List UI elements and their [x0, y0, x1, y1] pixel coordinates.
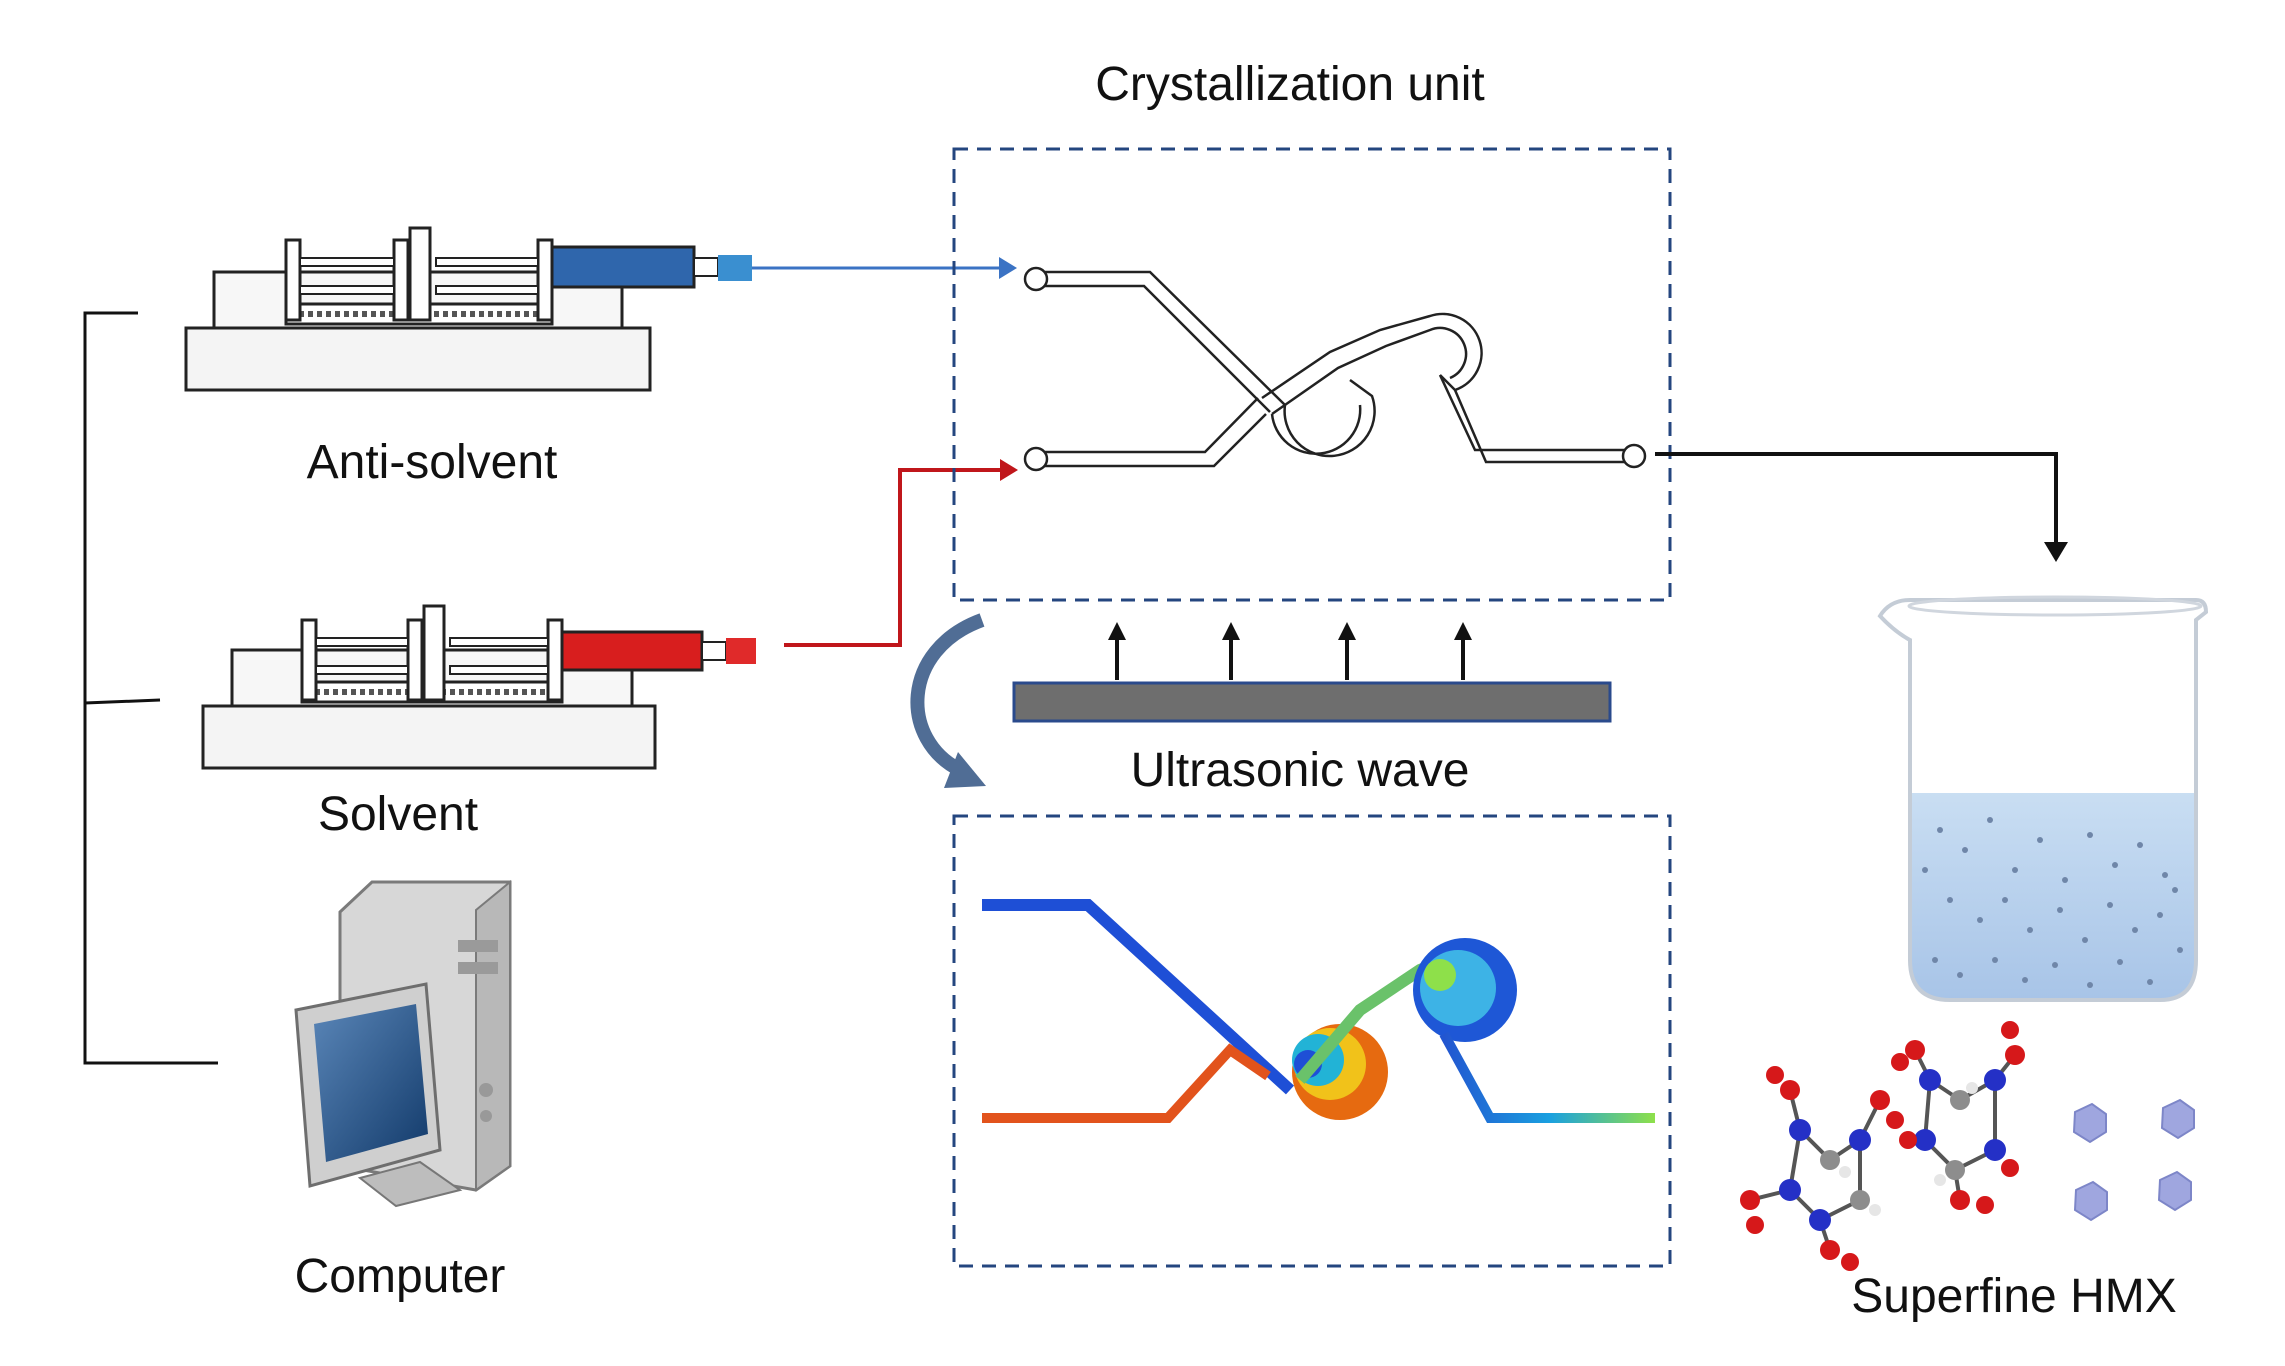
control-bracket	[83, 311, 218, 1065]
outlet-line	[1655, 452, 2068, 562]
anti-solvent-feed-line	[752, 257, 1017, 279]
ultrasonic-wave-label: Ultrasonic wave	[1131, 744, 1470, 797]
simulation-box	[952, 814, 1672, 1268]
computer-label: Computer	[295, 1250, 506, 1303]
crystal-particle-icon	[2072, 1098, 2195, 1222]
crystallization-unit-label: Crystallization unit	[1095, 58, 1484, 111]
superfine-hmx-label: Superfine HMX	[1851, 1270, 2176, 1323]
hmx-molecule-icon	[1740, 1066, 1904, 1271]
anti-solvent-pump-icon	[184, 226, 752, 392]
microchannel-chip	[1023, 266, 1647, 472]
solvent-pump-icon	[201, 604, 756, 770]
flow-simulation	[982, 899, 1655, 1123]
solvent-feed-line	[784, 459, 1018, 647]
crystallization-unit-box	[952, 147, 1672, 602]
hmx-molecule-icon-2	[1891, 1021, 2025, 1214]
ultrasonic-transducer	[1012, 622, 1612, 723]
anti-solvent-label: Anti-solvent	[307, 436, 558, 489]
computer-icon	[294, 879, 512, 1208]
curved-arrow-icon	[910, 613, 986, 788]
solvent-label: Solvent	[318, 788, 478, 841]
beaker-icon	[1877, 595, 2209, 1002]
